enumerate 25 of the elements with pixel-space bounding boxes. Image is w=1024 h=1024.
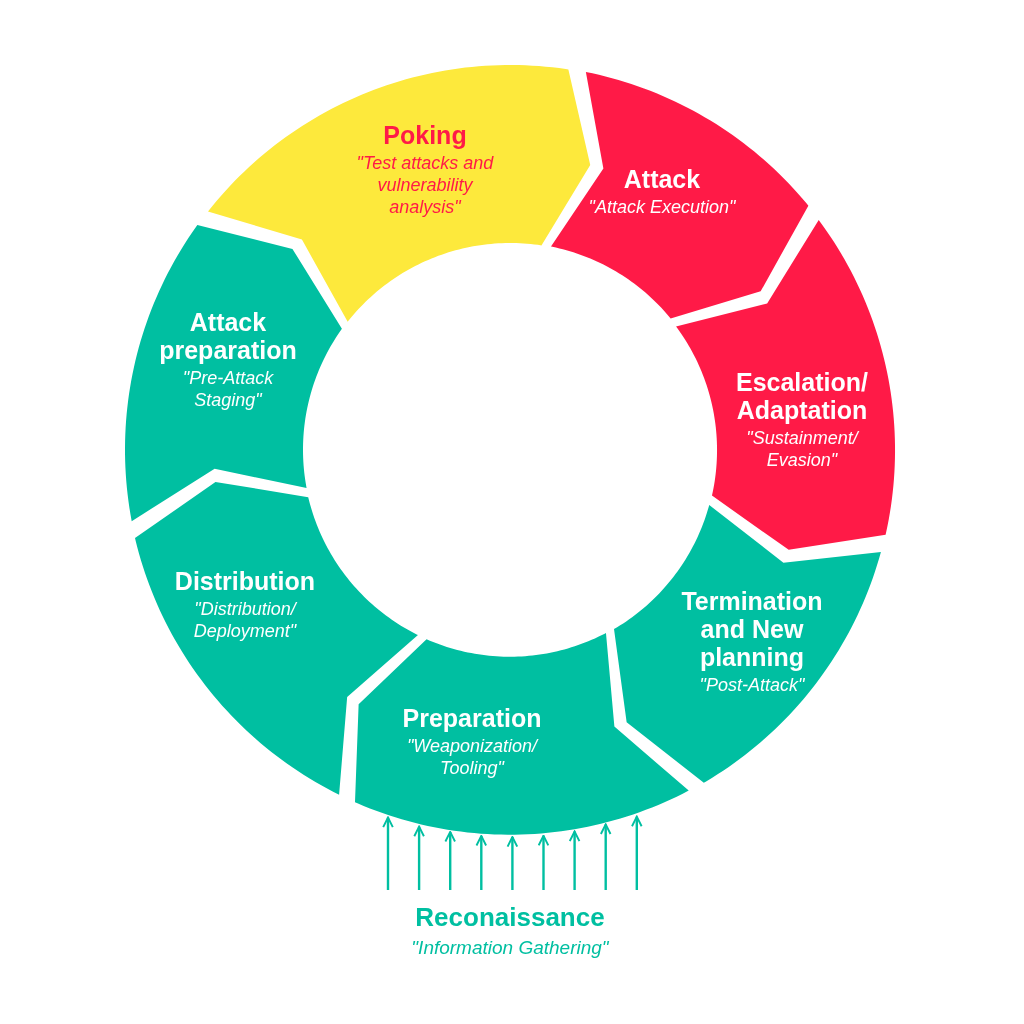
stage-title: Attack xyxy=(623,165,701,193)
arrow xyxy=(475,834,488,890)
stage-subtitle: "Sustainment/ Evasion" xyxy=(745,428,860,472)
arrow xyxy=(506,836,519,890)
stage-subtitle: "Post-Attack" xyxy=(699,675,805,697)
stage-title: Distribution xyxy=(174,567,316,596)
stage-title: Termination and New planning xyxy=(680,587,824,671)
stage-subtitle: "Pre-Attack Staging" xyxy=(181,368,275,412)
arrow xyxy=(599,823,612,890)
stage-title: Reconaissance xyxy=(415,902,605,932)
arrow xyxy=(568,830,581,890)
stage-title: Attack preparation xyxy=(158,308,298,365)
arrow xyxy=(382,816,394,890)
stage-subtitle: "Attack Execution" xyxy=(588,197,736,219)
stage-subtitle: "Weaponization/ Tooling" xyxy=(405,736,540,780)
stage-subtitle: "Information Gathering" xyxy=(411,935,609,960)
stage-subtitle: "Test attacks and vulnerability analysis" xyxy=(355,153,495,219)
arrow xyxy=(537,834,550,890)
arrow xyxy=(444,831,456,890)
arrow xyxy=(413,825,425,890)
stage-title: Preparation xyxy=(402,704,542,733)
stage-title: Poking xyxy=(383,121,467,150)
stage-title: Escalation/ Adaptation xyxy=(735,368,869,425)
stage-subtitle: "Distribution/ Deployment" xyxy=(192,599,298,643)
arrow xyxy=(631,815,643,890)
